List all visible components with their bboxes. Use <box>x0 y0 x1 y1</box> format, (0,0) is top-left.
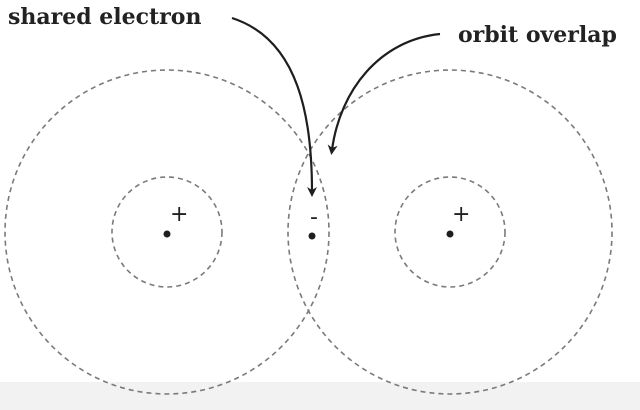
bottom-band <box>0 382 640 410</box>
shared-electron-label: shared electron <box>8 4 201 30</box>
right-nucleus-dot <box>446 230 454 238</box>
left-nucleus-dot <box>163 230 171 238</box>
right-outer-orbit <box>287 69 613 395</box>
left-inner-orbit <box>111 176 223 288</box>
right-inner-orbit <box>394 176 506 288</box>
orbit-overlap-arrow <box>327 32 441 155</box>
shared-electron-arrow <box>231 16 317 197</box>
left-outer-orbit <box>4 69 330 395</box>
left-nucleus-plus: + <box>170 202 188 227</box>
right-nucleus-plus: + <box>452 202 470 227</box>
shared-electron-minus: - <box>310 205 318 230</box>
orbit-overlap-label: orbit overlap <box>458 22 617 48</box>
shared-electron-dot <box>308 232 316 240</box>
